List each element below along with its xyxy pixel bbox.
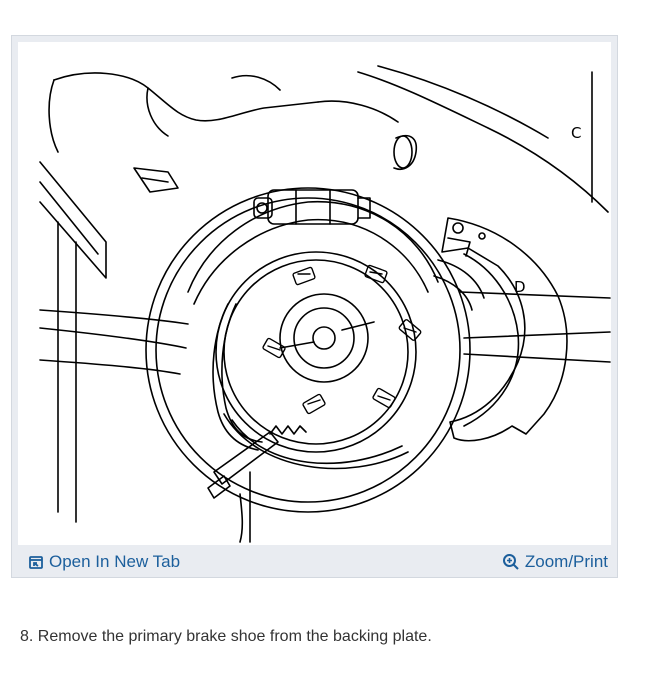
zoom-print-link[interactable]: Zoom/Print: [502, 552, 608, 572]
open-new-tab-icon: [28, 554, 44, 570]
figure-card: C D Open In New Tab: [11, 35, 618, 578]
zoom-print-label: Zoom/Print: [524, 552, 608, 571]
step-caption: 8. Remove the primary brake shoe from th…: [20, 628, 432, 645]
callout-d: D: [514, 278, 526, 296]
open-in-new-tab-label: Open In New Tab: [49, 552, 181, 571]
callout-c: C: [571, 124, 581, 142]
zoom-in-icon: [502, 553, 520, 571]
open-in-new-tab-link[interactable]: Open In New Tab: [28, 552, 180, 572]
figure-toolbar: Open In New Tab Zoom/Print: [12, 548, 617, 576]
brake-diagram: C D: [18, 42, 611, 545]
